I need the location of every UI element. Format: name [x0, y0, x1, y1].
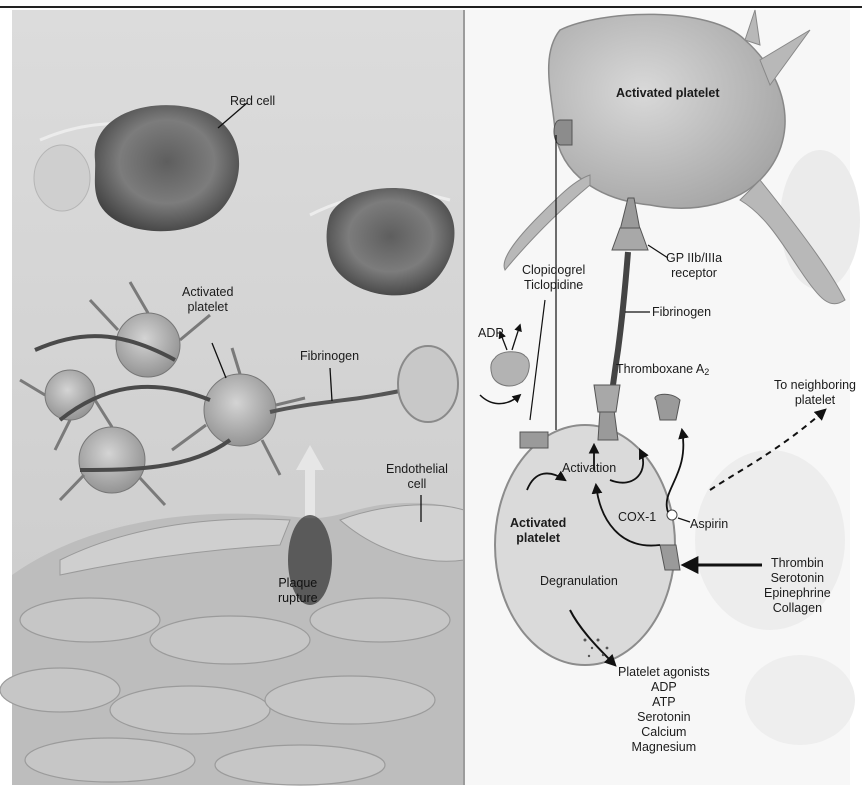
label-line: Ticlopidine	[522, 278, 585, 293]
red-cell	[95, 105, 239, 231]
label-red-cell: Red cell	[230, 94, 275, 109]
label-line: GP IIb/IIIa	[666, 251, 722, 266]
label-line: Magnesium	[618, 740, 710, 755]
label-endothelial-cell: Endothelial cell	[386, 462, 448, 492]
label-line: Collagen	[764, 601, 831, 616]
label-line: To neighboring	[774, 378, 856, 393]
label-aspirin: Aspirin	[690, 517, 728, 532]
label-line: platelet	[182, 300, 233, 315]
pale-cell	[34, 145, 90, 211]
label-line: Activated	[510, 516, 566, 531]
label-to-neighboring: To neighboring platelet	[774, 378, 856, 408]
thromboxane-text: Thromboxane A	[616, 362, 704, 376]
label-line: Endothelial	[386, 462, 448, 477]
label-activated-platelet-bottom: Activated platelet	[510, 516, 566, 546]
label-activated-platelet-left: Activated platelet	[182, 285, 233, 315]
label-line: Activated	[182, 285, 233, 300]
label-thromboxane: Thromboxane A2	[616, 362, 709, 380]
label-clopidogrel: Clopidogrel Ticlopidine	[522, 263, 585, 293]
label-line: Serotonin	[764, 571, 831, 586]
label-line: Calcium	[618, 725, 710, 740]
label-line: Clopidogrel	[522, 263, 585, 278]
label-line: cell	[386, 477, 448, 492]
label-line: platelet	[774, 393, 856, 408]
label-line: ATP	[618, 695, 710, 710]
label-agonists-in: Thrombin Serotonin Epinephrine Collagen	[764, 556, 831, 616]
label-line: Thrombin	[764, 556, 831, 571]
label-gp-receptor: GP IIb/IIIa receptor	[666, 251, 722, 281]
label-adp: ADP	[478, 326, 504, 341]
resting-platelet	[398, 346, 458, 422]
label-activated-platelet-top: Activated platelet	[616, 86, 720, 101]
label-line: Serotonin	[618, 710, 710, 725]
label-line: ADP	[618, 680, 710, 695]
label-plaque-rupture: Plaque rupture	[278, 576, 318, 606]
label-fibrinogen-right: Fibrinogen	[652, 305, 711, 320]
label-line: Plaque	[278, 576, 318, 591]
label-line: Platelet agonists	[618, 665, 710, 680]
adp-blob	[491, 352, 530, 386]
label-cox1: COX-1	[618, 510, 656, 525]
label-line: Epinephrine	[764, 586, 831, 601]
label-platelet-agonists: Platelet agonists ADP ATP Serotonin Calc…	[618, 665, 710, 755]
label-line: platelet	[510, 531, 566, 546]
red-cell-2	[327, 188, 455, 295]
label-line: rupture	[278, 591, 318, 606]
thromboxane-subscript: 2	[704, 367, 709, 377]
label-degranulation: Degranulation	[540, 574, 618, 589]
left-panel	[0, 10, 464, 785]
label-activation: Activation	[562, 461, 616, 476]
label-line: receptor	[666, 266, 722, 281]
label-fibrinogen-left: Fibrinogen	[300, 349, 359, 364]
